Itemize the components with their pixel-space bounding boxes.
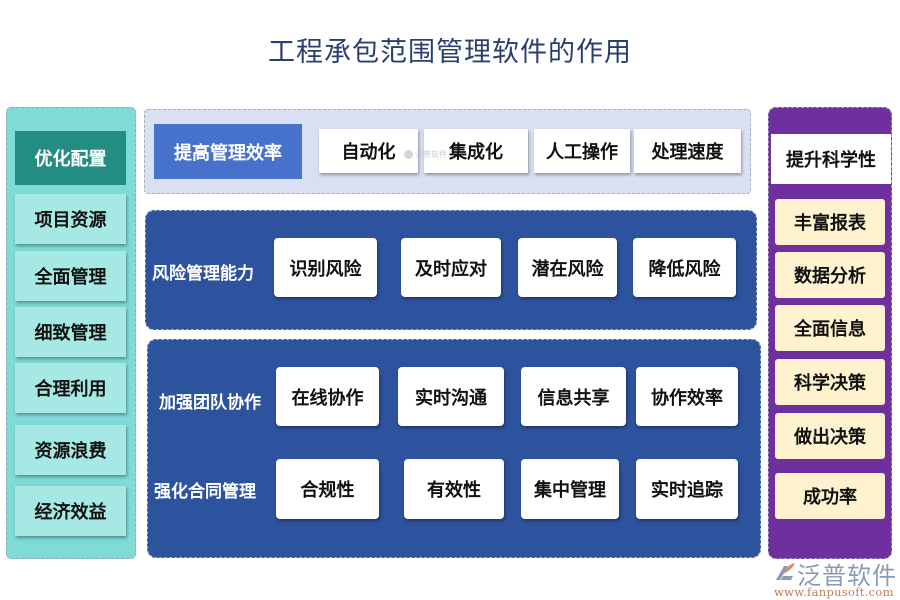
left-item-resource-waste: 资源浪费 xyxy=(15,425,126,475)
efficiency-item-automation: 自动化 xyxy=(319,129,418,173)
watermark-small: 泛普软件 xyxy=(404,149,447,160)
team-item-collaboration-efficiency: 协作效率 xyxy=(636,367,738,426)
risk-management-heading: 风险管理能力 xyxy=(152,264,254,284)
watermark-small-text: 泛普软件 xyxy=(415,150,447,159)
brand-watermark: 泛普软件 www.fanpusoft.com xyxy=(770,556,898,600)
right-item-data-analysis: 数据分析 xyxy=(775,252,885,298)
team-item-information-sharing: 信息共享 xyxy=(521,367,626,426)
efficiency-item-manual-operation: 人工操作 xyxy=(534,129,630,173)
risk-item-identify: 识别风险 xyxy=(274,238,377,297)
left-item-project-resources: 项目资源 xyxy=(15,194,126,244)
efficiency-item-processing-speed: 处理速度 xyxy=(634,129,741,173)
left-item-comprehensive-management: 全面管理 xyxy=(15,251,126,301)
scientific-improvement-panel: 提升科学性 丰富报表 数据分析 全面信息 科学决策 做出决策 成功率 xyxy=(768,107,892,559)
contract-item-realtime-tracking: 实时追踪 xyxy=(636,459,738,519)
risk-item-timely-response: 及时应对 xyxy=(401,238,501,297)
right-item-make-decision: 做出决策 xyxy=(775,413,885,459)
brand-logo-icon xyxy=(776,563,795,580)
team-item-realtime-communication: 实时沟通 xyxy=(398,367,504,426)
brand-url: www.fanpusoft.com xyxy=(774,585,894,599)
risk-item-reduce: 降低风险 xyxy=(633,238,736,297)
optimize-allocation-panel: 优化配置 项目资源 全面管理 细致管理 合理利用 资源浪费 经济效益 xyxy=(6,107,136,559)
right-item-scientific-decision: 科学决策 xyxy=(775,359,885,405)
efficiency-band: 提高管理效率 自动化 集成化 人工操作 处理速度 xyxy=(144,109,751,194)
optimize-allocation-heading: 优化配置 xyxy=(15,131,126,185)
team-contract-panel: 加强团队协作 在线协作 实时沟通 信息共享 协作效率 强化合同管理 合规性 有效… xyxy=(147,339,761,558)
team-collaboration-heading: 加强团队协作 xyxy=(159,393,261,413)
right-item-success-rate: 成功率 xyxy=(775,473,885,519)
risk-item-potential: 潜在风险 xyxy=(518,238,617,297)
contract-item-centralized-management: 集中管理 xyxy=(521,459,619,519)
efficiency-heading: 提高管理效率 xyxy=(154,124,302,179)
scientific-improvement-heading: 提升科学性 xyxy=(771,134,891,184)
left-item-economic-benefit: 经济效益 xyxy=(15,486,126,536)
left-item-rational-use: 合理利用 xyxy=(15,363,126,413)
brand-name: 泛普软件 xyxy=(797,562,897,590)
page-title: 工程承包范围管理软件的作用 xyxy=(268,37,632,68)
right-item-comprehensive-info: 全面信息 xyxy=(775,305,885,351)
watermark-logo-icon xyxy=(404,150,413,159)
right-item-rich-reports: 丰富报表 xyxy=(775,199,885,245)
contract-item-compliance: 合规性 xyxy=(276,459,379,519)
efficiency-item-integration: 集成化 xyxy=(424,129,528,173)
contract-management-heading: 强化合同管理 xyxy=(154,482,256,502)
contract-item-validity: 有效性 xyxy=(404,459,504,519)
left-item-detailed-management: 细致管理 xyxy=(15,307,126,357)
risk-management-panel: 风险管理能力 识别风险 及时应对 潜在风险 降低风险 xyxy=(145,210,757,330)
team-item-online-collaboration: 在线协作 xyxy=(276,367,379,426)
